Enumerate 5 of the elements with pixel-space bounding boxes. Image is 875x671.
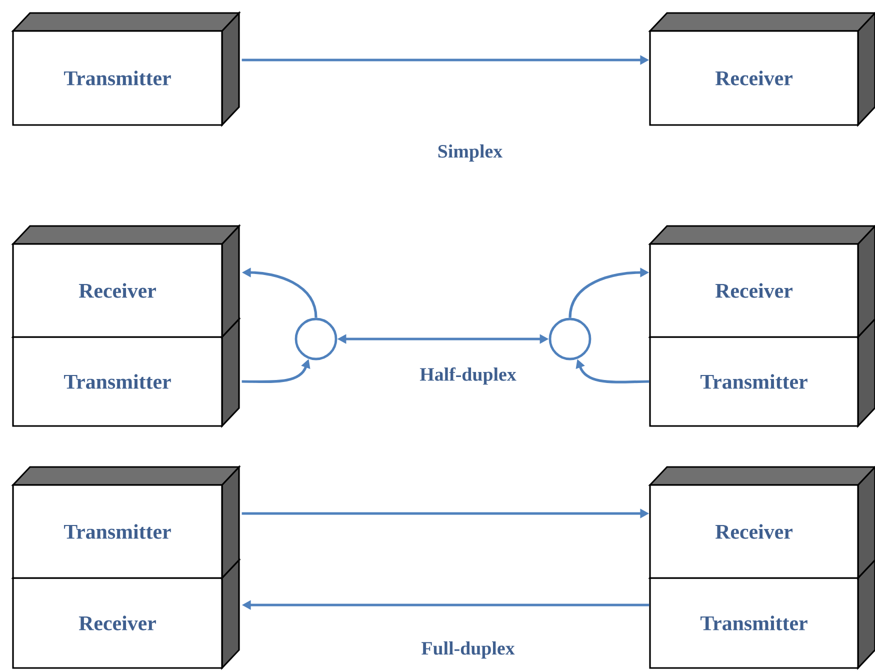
junction-circle — [294, 318, 338, 360]
mode-label: Simplex — [438, 144, 502, 162]
mode-label: Half-duplex — [420, 367, 516, 385]
mode-label: Full-duplex — [422, 641, 515, 659]
junction-circle — [548, 318, 592, 360]
